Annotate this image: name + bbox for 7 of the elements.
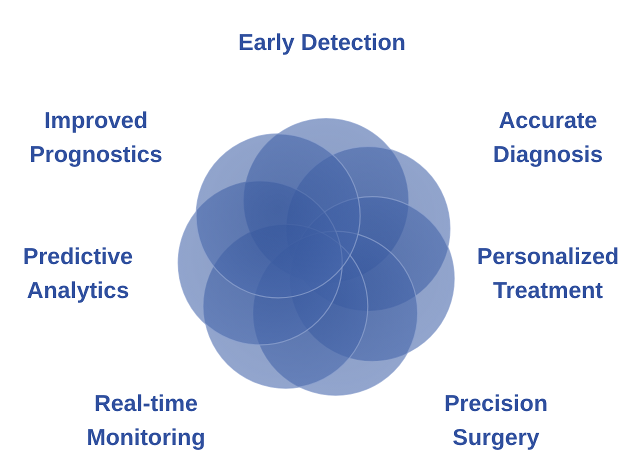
category-label: Early Detection bbox=[237, 28, 407, 57]
category-label: Improved Prognostics bbox=[28, 106, 164, 169]
category-label: Precision Surgery bbox=[443, 389, 549, 452]
category-label: Accurate Diagnosis bbox=[492, 106, 604, 169]
category-label: Personalized Treatment bbox=[476, 242, 620, 305]
category-label: Predictive Analytics bbox=[22, 242, 134, 305]
category-label: Real-time Monitoring bbox=[86, 389, 206, 452]
